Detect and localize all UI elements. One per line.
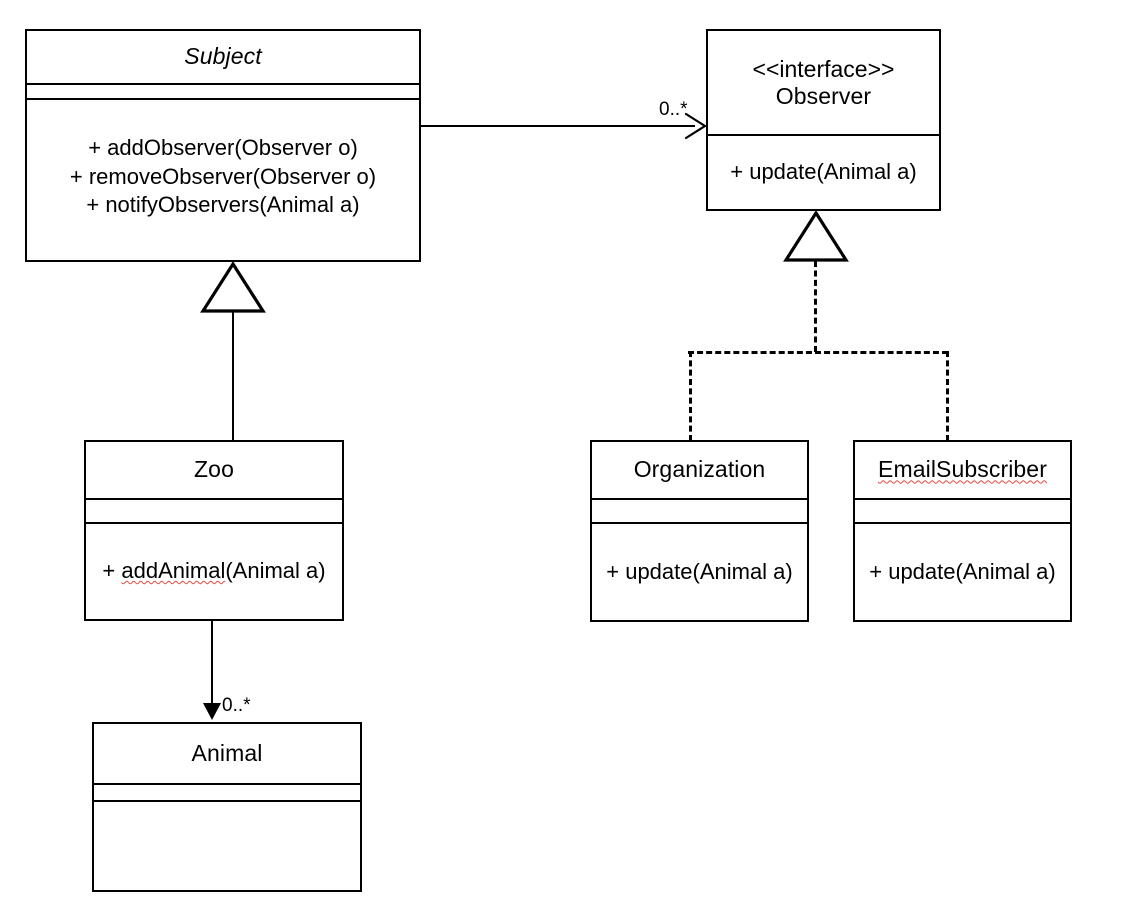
class-box-subject[interactable]: Subject + addObserver(Observer o) + remo… [25, 29, 421, 262]
operation-remove-observer: + removeObserver(Observer o) [69, 163, 377, 189]
class-name-observer: Observer [775, 82, 872, 109]
multiplicity-label-animal: 0..* [222, 695, 251, 716]
association-line-subject-observer [421, 125, 695, 127]
multiplicity-label-observer: 0..* [659, 99, 688, 120]
generalization-triangle-subject [200, 262, 266, 314]
class-compartment-attributes-email-subscriber [855, 500, 1070, 524]
class-stereotype-observer: <<interface>> [752, 55, 895, 82]
realization-drop-organization [689, 351, 692, 441]
association-line-zoo-animal [211, 621, 214, 705]
generalization-line-zoo-subject [232, 310, 235, 441]
class-compartment-operations-organization: + update(Animal a) [592, 524, 807, 620]
association-arrowhead-animal [203, 703, 221, 720]
realization-triangle-observer [783, 211, 849, 263]
class-name-zoo: Zoo [194, 456, 234, 483]
class-compartment-attributes-zoo [86, 500, 342, 524]
class-compartment-attributes-organization [592, 500, 807, 524]
class-compartment-attributes-animal [94, 785, 360, 802]
operation-add-animal-token: addAnimal [121, 558, 226, 584]
class-compartment-name-observer: <<interface>> Observer [708, 31, 939, 136]
operation-add-animal-prefix: + [102, 558, 122, 584]
class-compartment-name-animal: Animal [94, 724, 360, 785]
operation-add-animal-signature: (Animal a) [225, 558, 326, 584]
realization-drop-email-subscriber [946, 351, 949, 441]
class-box-zoo[interactable]: Zoo + addAnimal(Animal a) [84, 440, 344, 621]
operation-notify-observers: + notifyObservers(Animal a) [86, 192, 360, 218]
class-compartment-name-zoo: Zoo [86, 442, 342, 500]
class-name-subject: Subject [184, 43, 262, 70]
class-compartment-name-organization: Organization [592, 442, 807, 500]
class-compartment-attributes-subject [27, 85, 419, 100]
operation-update-observer: + update(Animal a) [730, 159, 917, 185]
class-box-organization[interactable]: Organization + update(Animal a) [590, 440, 809, 622]
class-name-animal: Animal [191, 739, 263, 766]
operation-update-organization: + update(Animal a) [606, 558, 793, 584]
class-box-animal[interactable]: Animal [92, 722, 362, 892]
operation-add-animal: + addAnimal(Animal a) [102, 557, 325, 586]
operation-add-observer: + addObserver(Observer o) [88, 135, 358, 161]
class-name-email-subscriber: EmailSubscriber [878, 456, 1047, 483]
realization-stem-observer [814, 261, 817, 352]
class-compartment-name-email-subscriber: EmailSubscriber [855, 442, 1070, 500]
class-compartment-operations-zoo: + addAnimal(Animal a) [86, 524, 342, 619]
association-arrowhead-observer [682, 111, 708, 141]
class-box-email-subscriber[interactable]: EmailSubscriber + update(Animal a) [853, 440, 1072, 622]
class-compartment-name-subject: Subject [27, 31, 419, 85]
class-compartment-operations-animal [94, 802, 360, 890]
class-name-organization: Organization [633, 456, 766, 483]
class-compartment-operations-observer: + update(Animal a) [708, 136, 939, 209]
realization-branch-bar [688, 351, 948, 354]
operation-update-email-subscriber: + update(Animal a) [869, 558, 1056, 584]
class-compartment-operations-subject: + addObserver(Observer o) + removeObserv… [27, 100, 419, 260]
class-compartment-operations-email-subscriber: + update(Animal a) [855, 524, 1070, 620]
class-box-observer[interactable]: <<interface>> Observer + update(Animal a… [706, 29, 941, 211]
